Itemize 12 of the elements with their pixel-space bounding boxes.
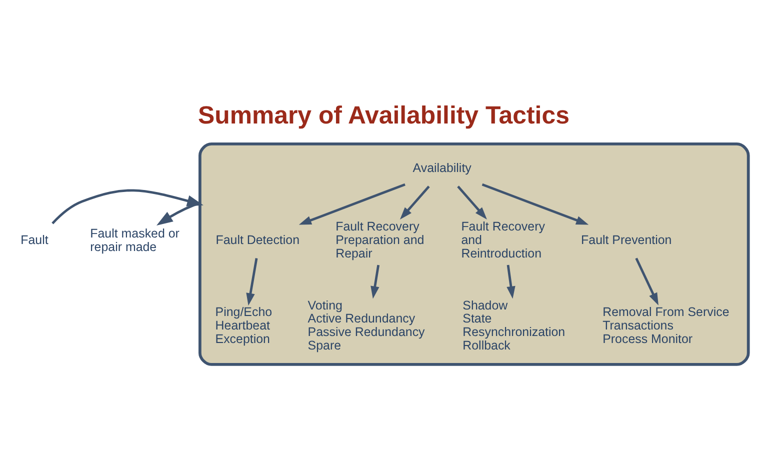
node-text: Ping/Echo Heartbeat Exception [215, 304, 272, 346]
node-text: Fault masked or repair made [90, 226, 180, 254]
node-text: Shadow State Resynchronization Rollback [462, 298, 566, 352]
node-text: Fault Recovery Preparation and Repair [336, 219, 424, 260]
node-text: Availability [412, 160, 472, 175]
node-text: Fault Recovery and Reintroduction [461, 219, 545, 260]
node-text: Voting Active Redundancy Passive Redundancy Spare [308, 298, 425, 352]
diagram-title: Summary of Availability Tactics [198, 101, 570, 130]
node-text: Fault Detection [216, 232, 300, 247]
node-text: Fault Prevention [581, 232, 672, 247]
node-text: Removal From Service Transactions Process Monitor [602, 304, 730, 346]
node-text: Fault [20, 232, 48, 247]
